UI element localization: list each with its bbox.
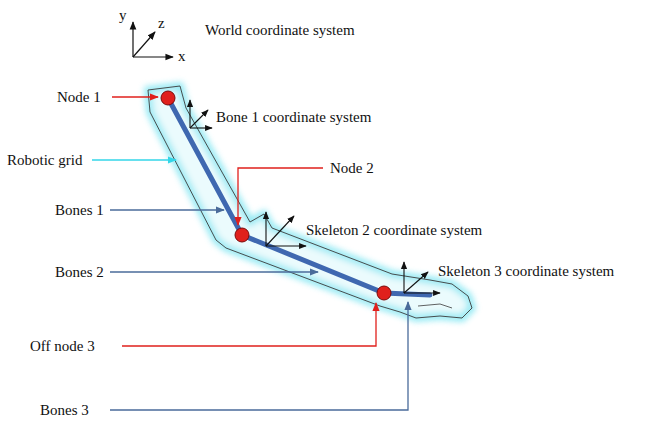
callout-label: Bones 2: [55, 263, 104, 281]
robotic-grid-outline: [148, 86, 472, 318]
title-label: World coordinate system: [205, 21, 355, 39]
callout-label: Node 1: [57, 88, 101, 106]
callout-label: Off node 3: [30, 337, 95, 355]
callout-label: Robotic grid: [7, 151, 82, 169]
leader-lines: [92, 97, 408, 410]
axis-label: x: [178, 47, 186, 65]
callout-label: Node 2: [330, 159, 374, 177]
callout-label: Bones 3: [40, 401, 89, 419]
axes-label: Skeleton 2 coordinate system: [306, 221, 482, 239]
axes-label: Bone 1 coordinate system: [216, 108, 371, 126]
world-axes: [133, 22, 173, 57]
bone-chain: [168, 98, 430, 295]
callout-label: Bones 1: [55, 201, 104, 219]
joint-dots: [161, 91, 391, 300]
local-axes: [190, 100, 440, 293]
axis-label: z: [158, 14, 165, 32]
axis-label: y: [119, 6, 127, 24]
axes-label: Skeleton 3 coordinate system: [438, 262, 614, 280]
